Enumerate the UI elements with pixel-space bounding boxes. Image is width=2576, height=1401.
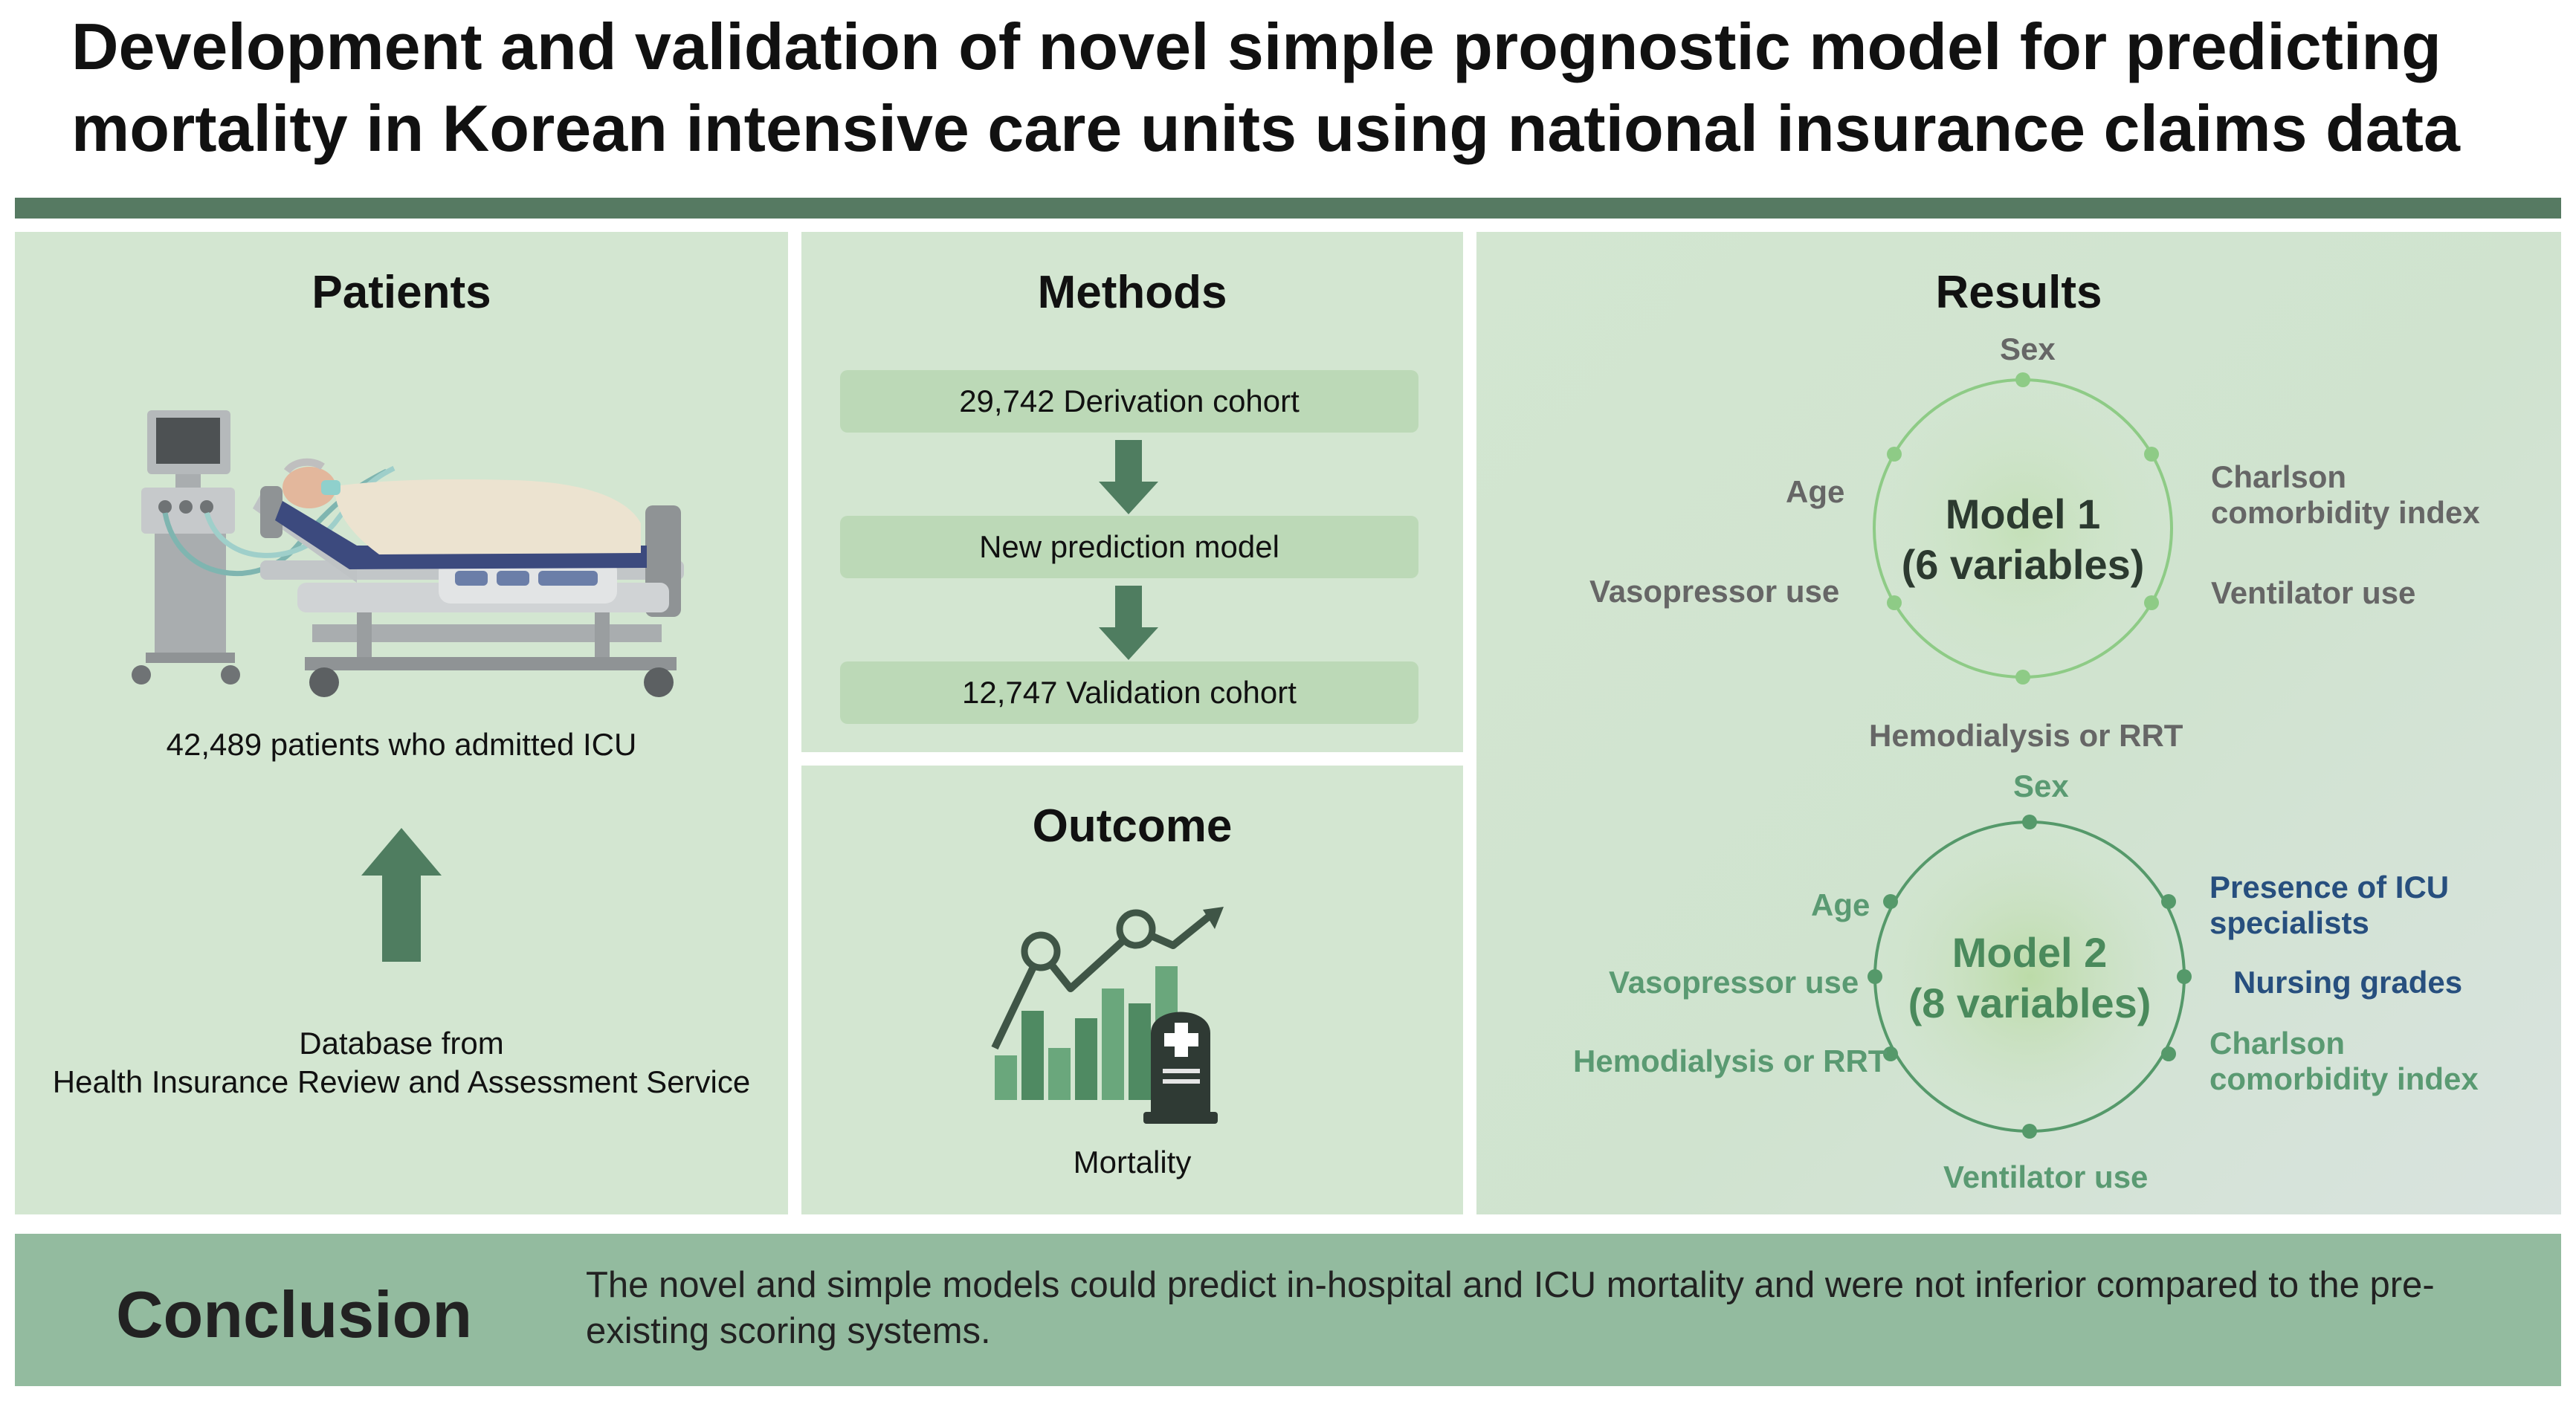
model2-cci-line-2: comorbidity index [2209,1061,2479,1096]
model2-sex-label: Sex [2013,769,2069,803]
conclusion-banner: Conclusion The novel and simple models c… [15,1234,2561,1386]
model1-cci-label: Charlson comorbidity index [2211,459,2480,531]
model1-hemodialysis-label: Hemodialysis or RRT [1869,718,2183,753]
source-line-2: Health Insurance Review and Assessment S… [52,1064,751,1099]
patient-icon [275,458,647,569]
icu-bed-patient-illustration [132,410,684,697]
model1-circle [1873,372,2173,685]
model2-title: Model 2 (8 variables) [1866,928,2193,1029]
model2-ventilator-label: Ventilator use [1943,1159,2149,1194]
derivation-cohort-box: 29,742 Derivation cohort [840,370,1418,433]
model2-icu-line-2: specialists [2209,905,2369,940]
model1-title: Model 1 (6 variables) [1863,489,2183,590]
model2-circle [1868,815,2192,1139]
model2-icu-specialists-label: Presence of ICU specialists [2209,870,2449,941]
results-panel: Results Model 1 (6 variables) Sex Age Ch… [1476,232,2561,1214]
model2-cci-line-1: Charlson [2209,1026,2346,1061]
model2-icu-line-1: Presence of ICU [2209,870,2450,905]
patients-heading: Patients [311,267,491,318]
results-heading: Results [1935,267,2102,318]
prediction-model-box: New prediction model [840,516,1418,578]
title-line-1: Development and validation of novel simp… [71,10,2441,83]
down-arrow-icon [1099,586,1158,660]
model1-vasopressor-label: Vasopressor use [1589,574,1840,609]
model2-hemodialysis-label: Hemodialysis or RRT [1573,1044,1888,1078]
model1-sex-label: Sex [2000,331,2056,366]
conclusion-line-2: existing scoring systems. [586,1311,991,1351]
model2-title-line-2: (8 variables) [1908,980,2151,1026]
patients-count: 42,489 patients who admitted ICU [166,727,637,762]
title-divider [15,198,2561,219]
title-line-2: mortality in Korean intensive care units… [71,91,2460,165]
model2-nursing-label: Nursing grades [2233,965,2463,1000]
outcome-panel: Outcome Mortality [801,766,1463,1214]
validation-cohort-box: 12,747 Validation cohort [840,661,1418,724]
patients-source: Database from Health Insurance Review an… [15,1024,788,1101]
model1-age-label: Age [1786,474,1845,509]
up-arrow-icon [361,828,442,962]
model2-title-line-1: Model 2 [1952,929,2108,976]
mortality-chart-tombstone-icon [991,907,1224,1124]
methods-heading: Methods [1037,267,1227,318]
methods-panel: Methods 29,742 Derivation cohort New pre… [801,232,1463,752]
conclusion-line-1: The novel and simple models could predic… [586,1265,2435,1305]
page-title: Development and validation of novel simp… [71,6,2525,169]
model1-title-line-2: (6 variables) [1901,541,2145,588]
model2-age-label: Age [1811,887,1870,922]
model1-title-line-1: Model 1 [1945,491,2101,537]
model1-cci-line-1: Charlson [2211,459,2347,494]
conclusion-text: The novel and simple models could predic… [586,1262,2519,1354]
down-arrow-icon [1099,440,1158,514]
model2-vasopressor-label: Vasopressor use [1609,965,1859,1000]
model1-ventilator-label: Ventilator use [2211,575,2416,610]
model2-cci-label: Charlson comorbidity index [2209,1026,2479,1097]
source-line-1: Database from [299,1026,504,1061]
hospital-bed-icon [253,486,684,697]
outcome-label: Mortality [1073,1145,1192,1180]
conclusion-heading: Conclusion [116,1278,473,1351]
outcome-heading: Outcome [1032,800,1233,852]
patients-panel: Patients [15,232,788,1214]
model1-cci-line-2: comorbidity index [2211,495,2480,530]
